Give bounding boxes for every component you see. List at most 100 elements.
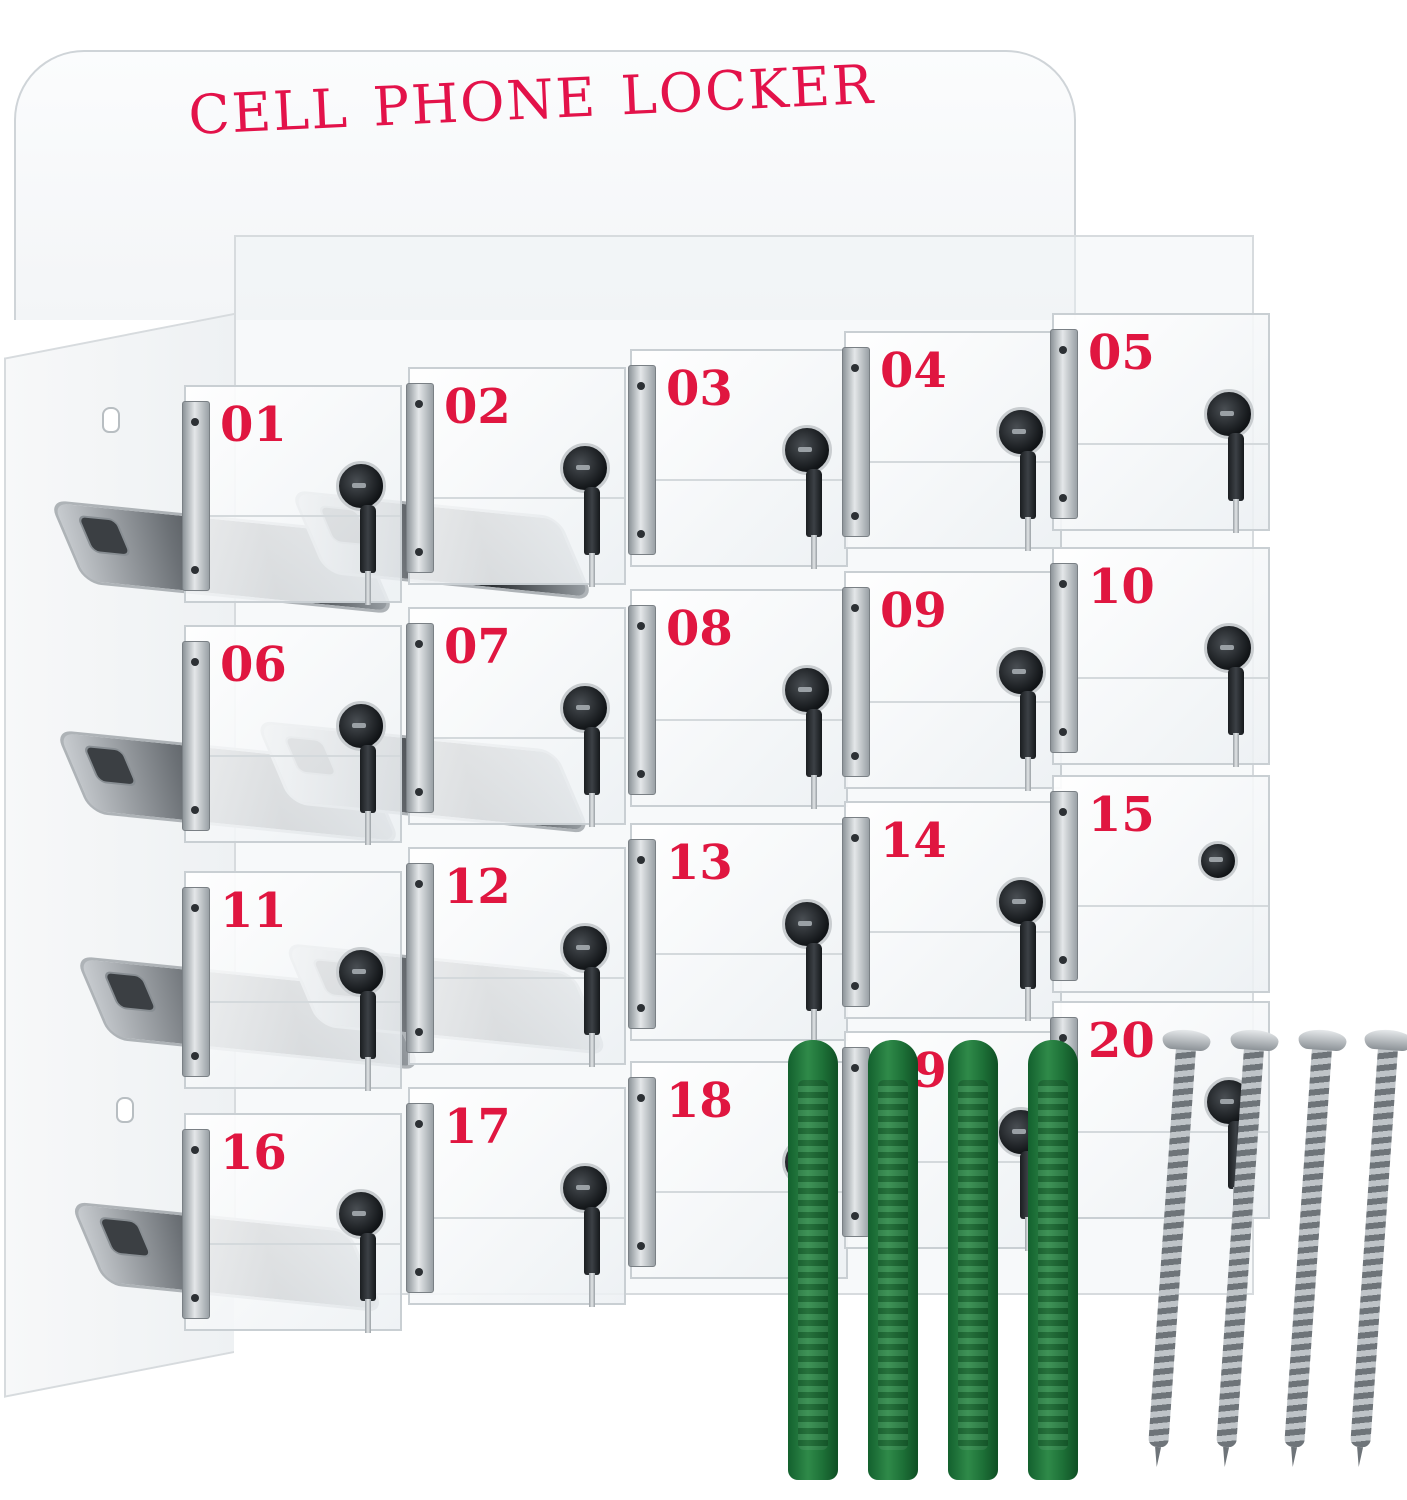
locker-door[interactable]: 14 [842, 801, 1062, 1021]
locker-number: 09 [880, 583, 947, 639]
hinge-icon [842, 587, 870, 777]
locker-number: 02 [444, 379, 511, 435]
lock-icon[interactable] [560, 923, 610, 973]
locker-door[interactable]: 17 [406, 1087, 626, 1307]
wall-anchor-icon [868, 1040, 918, 1480]
hinge-icon [628, 1077, 656, 1267]
locker-door[interactable]: 05 [1050, 313, 1270, 533]
camera-icon [76, 514, 133, 557]
hinge-icon [406, 623, 434, 813]
hinge-icon [842, 1047, 870, 1237]
hinge-icon [406, 863, 434, 1053]
key-icon[interactable] [1228, 433, 1244, 533]
lock-icon[interactable] [336, 701, 386, 751]
locker-number: 16 [220, 1125, 287, 1181]
lock-icon[interactable] [1204, 623, 1254, 673]
screw-icon [1350, 1047, 1398, 1448]
key-icon[interactable] [806, 709, 822, 809]
locker-door[interactable]: 04 [842, 331, 1062, 551]
locker-number: 05 [1088, 325, 1155, 381]
hinge-icon [1050, 791, 1078, 981]
title-word: CELL [187, 76, 351, 147]
key-icon[interactable] [1020, 921, 1036, 1021]
locker-number: 20 [1088, 1013, 1155, 1069]
locker-door[interactable]: 07 [406, 607, 626, 827]
hinge-icon [628, 605, 656, 795]
hinge-icon [1050, 329, 1078, 519]
wall-anchor-icon [948, 1040, 998, 1480]
key-icon[interactable] [584, 1207, 600, 1307]
hinge-icon [1050, 563, 1078, 753]
key-icon[interactable] [1020, 691, 1036, 791]
screw-icon [1284, 1047, 1332, 1448]
key-icon[interactable] [360, 505, 376, 605]
lock-icon[interactable] [336, 1189, 386, 1239]
lock-icon[interactable] [336, 461, 386, 511]
locker-number: 07 [444, 619, 511, 675]
hinge-icon [406, 383, 434, 573]
locker-number: 06 [220, 637, 287, 693]
locker-number: 04 [880, 343, 947, 399]
locker-door[interactable]: 01 [182, 385, 402, 605]
locker-door[interactable]: 15 [1050, 775, 1270, 993]
lock-icon[interactable] [782, 899, 832, 949]
key-icon[interactable] [584, 487, 600, 587]
locker-door[interactable]: 08 [628, 589, 848, 809]
locker-door[interactable]: 03 [628, 349, 848, 569]
lock-icon[interactable] [336, 947, 386, 997]
hinge-icon [182, 1129, 210, 1319]
locker-door[interactable]: 09 [842, 571, 1062, 791]
camera-icon [97, 1216, 154, 1259]
locker-number: 15 [1088, 787, 1155, 843]
key-icon[interactable] [806, 469, 822, 569]
wall-anchor-icon [788, 1040, 838, 1480]
key-icon[interactable] [360, 745, 376, 845]
hang-hole-icon [116, 1097, 134, 1123]
locker-number: 10 [1088, 559, 1155, 615]
locker-door[interactable]: 06 [182, 625, 402, 845]
lock-icon[interactable] [996, 647, 1046, 697]
locker-number: 17 [444, 1099, 511, 1155]
camera-icon [82, 744, 139, 787]
hinge-icon [842, 817, 870, 1007]
hinge-icon [842, 347, 870, 537]
lock-icon[interactable] [1198, 841, 1238, 881]
lock-icon[interactable] [996, 877, 1046, 927]
lock-icon[interactable] [560, 443, 610, 493]
key-icon[interactable] [1228, 667, 1244, 767]
locker-door[interactable]: 10 [1050, 547, 1270, 767]
hang-hole-icon [102, 407, 120, 433]
locker-number: 12 [444, 859, 511, 915]
key-icon[interactable] [360, 1233, 376, 1333]
locker-door[interactable]: 16 [182, 1113, 402, 1333]
key-icon[interactable] [360, 991, 376, 1091]
locker-number: 18 [666, 1073, 733, 1129]
lock-icon[interactable] [1204, 389, 1254, 439]
locker-number: 01 [220, 397, 287, 453]
hinge-icon [182, 401, 210, 591]
key-icon[interactable] [584, 967, 600, 1067]
locker-number: 11 [220, 883, 287, 939]
locker-door[interactable]: 02 [406, 367, 626, 587]
lock-icon[interactable] [782, 665, 832, 715]
hinge-icon [628, 365, 656, 555]
hinge-icon [406, 1103, 434, 1293]
locker-door[interactable]: 13 [628, 823, 848, 1043]
hinge-icon [182, 641, 210, 831]
camera-icon [102, 970, 159, 1013]
key-icon[interactable] [806, 943, 822, 1043]
locker-number: 08 [666, 601, 733, 657]
locker-number: 13 [666, 835, 733, 891]
lock-icon[interactable] [560, 683, 610, 733]
hinge-icon [182, 887, 210, 1077]
lock-icon[interactable] [996, 407, 1046, 457]
key-icon[interactable] [1020, 451, 1036, 551]
locker-door[interactable]: 11 [182, 871, 402, 1091]
key-icon[interactable] [584, 727, 600, 827]
hinge-icon [628, 839, 656, 1029]
lock-icon[interactable] [782, 425, 832, 475]
locker-number: 14 [880, 813, 947, 869]
lock-icon[interactable] [560, 1163, 610, 1213]
locker-door[interactable]: 12 [406, 847, 626, 1067]
